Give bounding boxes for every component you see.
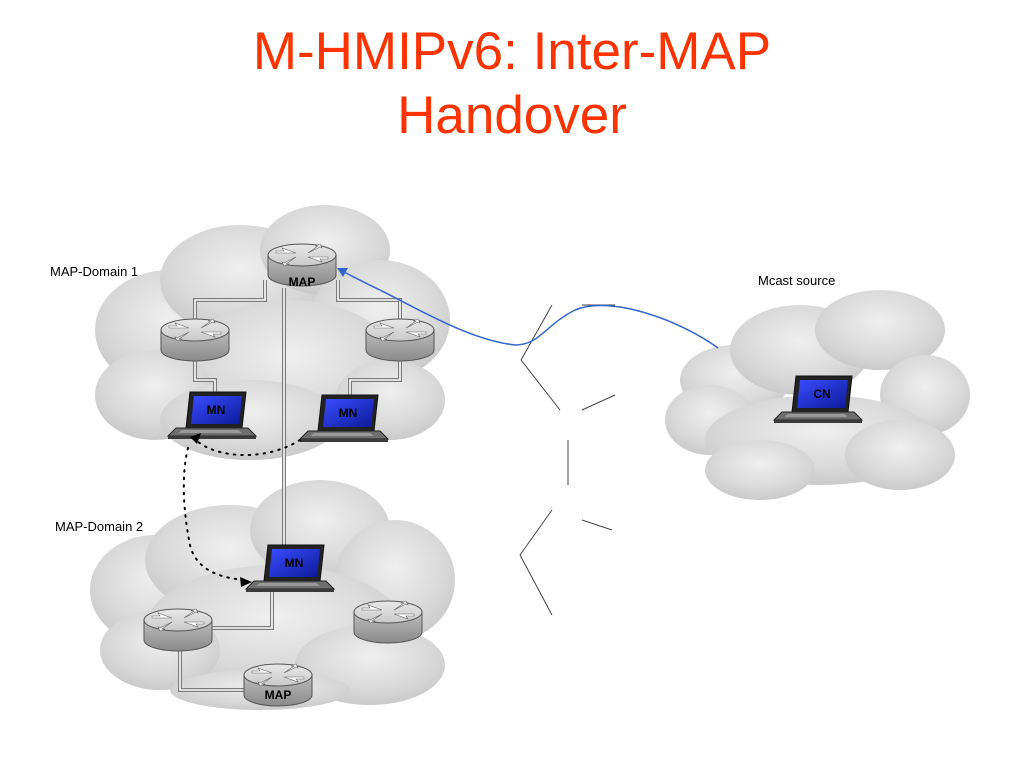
slide-title-line-2: Handover bbox=[397, 86, 627, 145]
label-map-domain-2: MAP-Domain 2 bbox=[55, 519, 143, 534]
laptop-label-mn-left: MN bbox=[207, 403, 226, 417]
multicast-path bbox=[339, 269, 719, 349]
handover-path-side bbox=[182, 447, 246, 581]
access-router-domain-1-right bbox=[365, 318, 435, 362]
label-mcast-source: Mcast source bbox=[758, 273, 835, 288]
map-router-domain-1: MAP bbox=[267, 243, 337, 289]
multicast-arrowhead bbox=[337, 268, 348, 277]
label-map-domain-1: MAP-Domain 1 bbox=[50, 264, 138, 279]
map-router-label-domain-1: MAP bbox=[289, 275, 316, 289]
laptop-cn: CN bbox=[773, 375, 863, 424]
handover-arrowhead-up bbox=[190, 433, 201, 444]
map-router-label-domain-2: MAP bbox=[265, 688, 292, 702]
access-router-domain-2-right bbox=[353, 600, 423, 644]
slide-title: M-HMIPv6: Inter-MAP Handover bbox=[0, 20, 1024, 148]
laptop-label-mn-right: MN bbox=[339, 406, 358, 420]
access-router-domain-2-left bbox=[143, 608, 213, 652]
domain-1-links-inner bbox=[194, 280, 401, 555]
slide-title-line-1: M-HMIPv6: Inter-MAP bbox=[252, 22, 772, 81]
access-router-domain-1-left bbox=[160, 318, 230, 362]
laptop-mn-domain-1-right: MN bbox=[299, 394, 389, 443]
laptop-label-mn-bottom: MN bbox=[285, 556, 304, 570]
handover-path-top bbox=[195, 439, 301, 457]
cloud-mcast-source bbox=[665, 290, 970, 500]
map-router-domain-2: MAP bbox=[243, 663, 313, 707]
domain-2-links-inner bbox=[179, 585, 273, 691]
laptop-mn-domain-1-left: MN bbox=[167, 391, 257, 440]
laptop-mn-domain-2: MN bbox=[245, 544, 335, 593]
core-network-links bbox=[519, 304, 616, 616]
laptop-label-cn: CN bbox=[813, 387, 830, 401]
handover-arrowhead-down bbox=[240, 577, 252, 587]
